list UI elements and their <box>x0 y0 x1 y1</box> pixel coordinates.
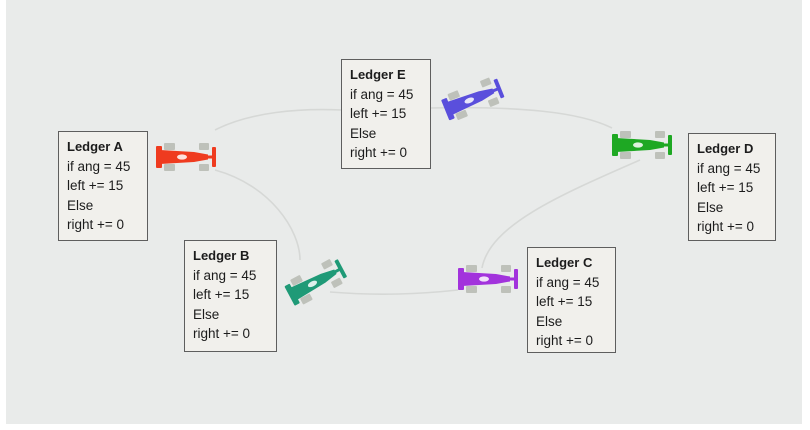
ledger-line: if ang = 45 <box>350 86 414 102</box>
ledger-b-box: Ledger B if ang = 45 left += 15 Else rig… <box>184 240 277 352</box>
wheel <box>455 109 468 120</box>
ledger-line: left += 15 <box>67 178 124 193</box>
ledger-line: if ang = 45 <box>536 274 600 290</box>
ledger-line: right += 0 <box>536 333 594 348</box>
cockpit <box>177 154 187 160</box>
cockpit <box>479 276 489 282</box>
wheel <box>164 164 175 171</box>
ledger-line: Else <box>350 125 377 141</box>
ledger-line: left += 15 <box>350 106 407 121</box>
wheel <box>321 259 333 270</box>
rear-wing <box>284 283 300 306</box>
race-car-icon <box>612 131 672 159</box>
ledger-line: Else <box>697 199 724 215</box>
ledger-line: Else <box>67 197 94 213</box>
wheel <box>290 275 303 286</box>
ledger-title: Ledger B <box>193 248 250 263</box>
link-a-b <box>214 169 301 261</box>
ledger-title: Ledger E <box>350 67 406 82</box>
wheel <box>331 277 343 288</box>
ledger-line: right += 0 <box>67 217 125 232</box>
wheel <box>655 131 665 138</box>
ledger-title: Ledger D <box>697 141 754 156</box>
wheel <box>501 265 511 272</box>
ledger-line: left += 15 <box>193 287 250 302</box>
wheel <box>620 131 631 138</box>
wheel <box>655 152 665 159</box>
cockpit <box>464 97 475 104</box>
wheel <box>466 286 477 293</box>
wheel <box>501 286 511 293</box>
ledger-line: right += 0 <box>697 219 755 234</box>
wheel <box>620 152 631 159</box>
wheel <box>199 164 209 171</box>
wheel <box>447 90 460 101</box>
ledger-title: Ledger A <box>67 139 123 154</box>
race-car-icon <box>156 143 216 171</box>
cockpit <box>307 280 318 288</box>
wheel <box>480 77 492 88</box>
ledger-line: left += 15 <box>697 180 754 195</box>
race-car-icon <box>284 259 347 306</box>
ledger-line: if ang = 45 <box>67 158 131 174</box>
ledger-c-box: Ledger C if ang = 45 left += 15 Else rig… <box>527 247 616 353</box>
wheel <box>487 97 500 107</box>
ledger-a-box: Ledger A if ang = 45 left += 15 Else rig… <box>58 131 148 241</box>
ledger-e-box: Ledger E if ang = 45 left += 15 Else rig… <box>341 59 431 169</box>
ledger-line: if ang = 45 <box>697 160 761 176</box>
cockpit <box>633 142 643 148</box>
wheel <box>300 293 313 305</box>
ledger-line: if ang = 45 <box>193 267 257 283</box>
ledger-title: Ledger C <box>536 255 593 270</box>
race-car-icon <box>441 77 505 121</box>
rear-wing <box>441 98 455 121</box>
ledger-line: right += 0 <box>193 326 251 341</box>
link-a-e <box>214 108 343 131</box>
wheel <box>199 143 209 150</box>
wheel <box>466 265 477 272</box>
ledger-line: Else <box>193 306 220 322</box>
link-d-c <box>481 159 641 269</box>
ledger-line: Else <box>536 313 563 329</box>
ledger-d-box: Ledger D if ang = 45 left += 15 Else rig… <box>688 133 776 241</box>
link-b-c <box>329 289 459 295</box>
race-car-icon <box>458 265 518 293</box>
wheel <box>164 143 175 150</box>
ledger-line: left += 15 <box>536 294 593 309</box>
ledger-line: right += 0 <box>350 145 408 160</box>
